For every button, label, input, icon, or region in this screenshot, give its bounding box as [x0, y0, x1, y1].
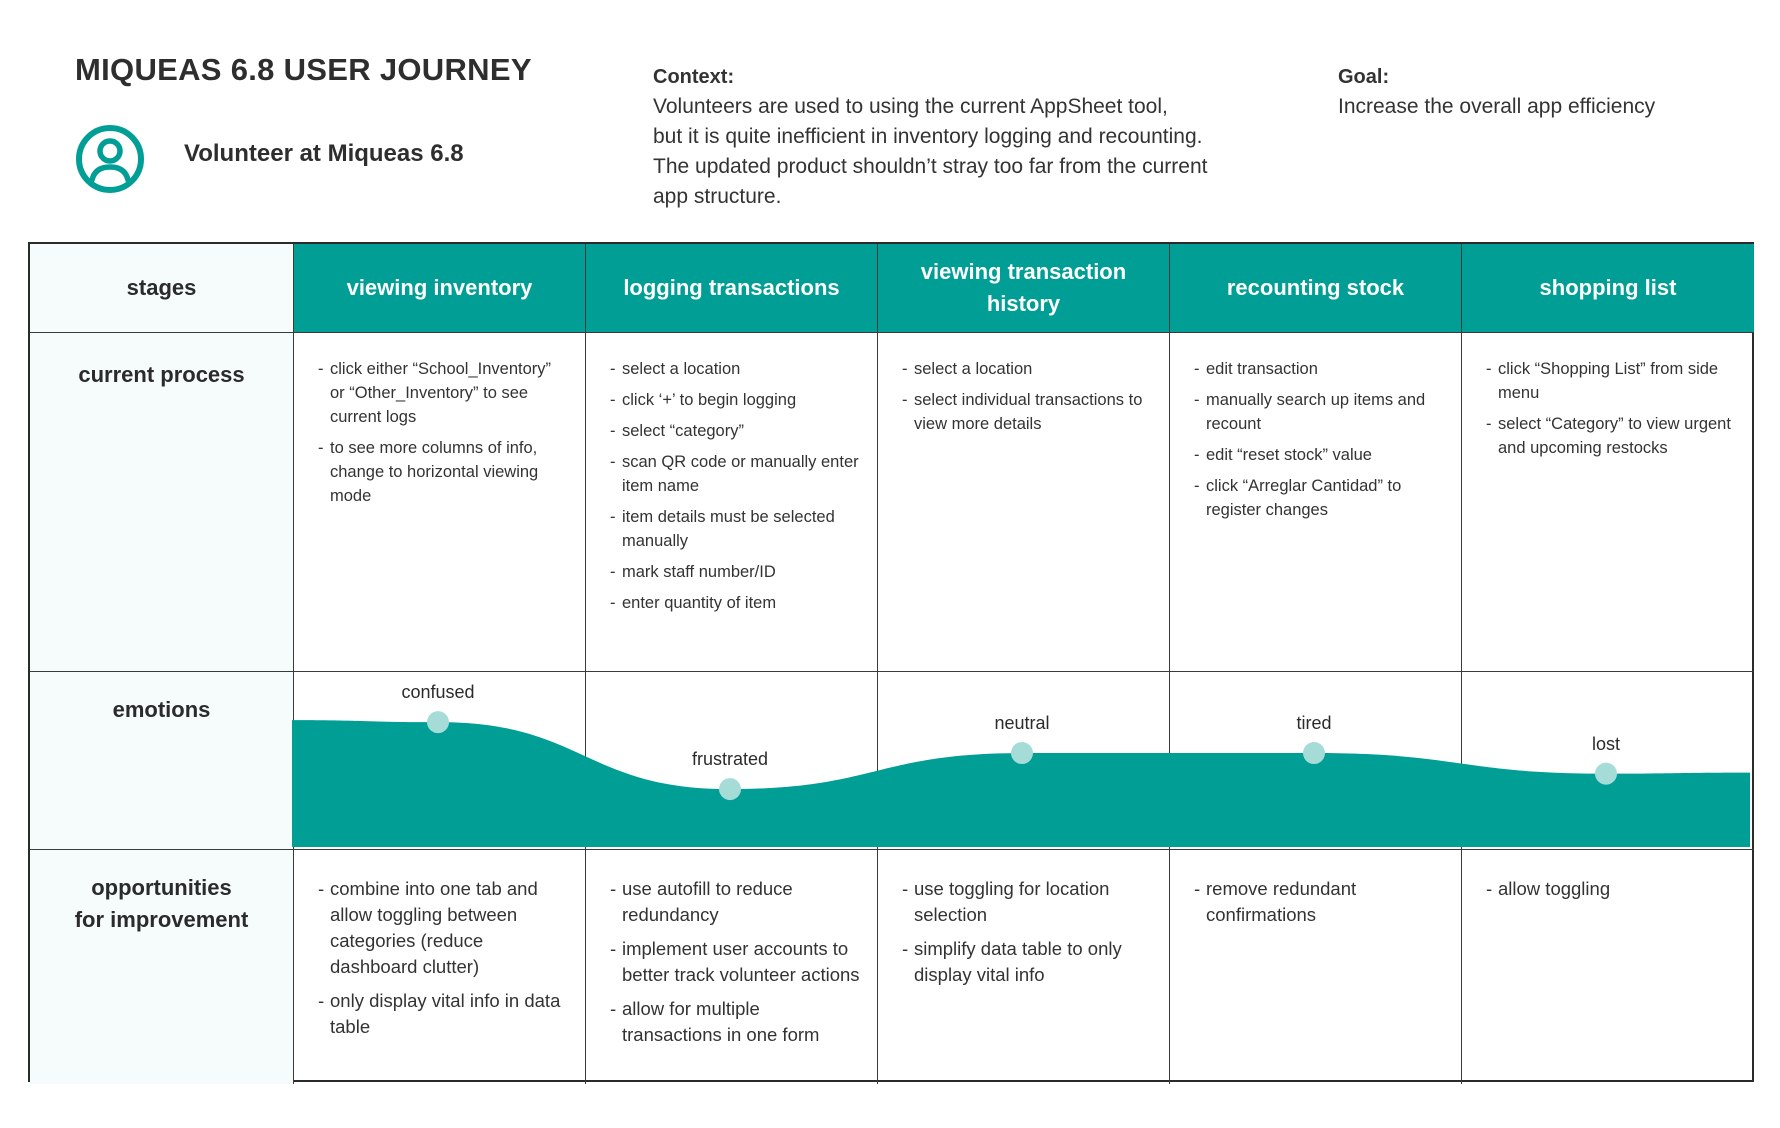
list-item: edit transaction: [1194, 357, 1445, 381]
list-item: item details must be selected manually: [610, 505, 861, 553]
process-cell: edit transaction manually search up items…: [1170, 333, 1462, 672]
goal-text: Increase the overall app efficiency: [1338, 95, 1656, 118]
opportunity-cell: use toggling for location selection simpl…: [878, 850, 1170, 1084]
emotion-label: tired: [1296, 713, 1332, 734]
opportunity-cell: allow toggling: [1462, 850, 1754, 1084]
emotion-label: frustrated: [691, 749, 769, 770]
journey-grid: stages viewing inventory logging transac…: [28, 242, 1754, 1084]
list-item: allow for multiple transactions in one f…: [610, 996, 861, 1048]
process-cell: select a location click ‘+’ to begin logg…: [586, 333, 878, 672]
context-label: Context:: [653, 66, 735, 88]
list-item: to see more columns of info, change to h…: [318, 436, 569, 508]
list-item: click “Arreglar Cantidad” to register ch…: [1194, 474, 1445, 522]
persona-name: Volunteer at Miqueas 6.8: [184, 140, 464, 167]
emotion-point: [427, 711, 449, 734]
row-head-emotions: emotions: [30, 672, 294, 850]
list-item: select a location: [902, 357, 1153, 381]
emotion-label: lost: [1591, 733, 1621, 754]
list-item: click “Shopping List” from side menu: [1486, 357, 1738, 405]
emotion-point: [1303, 742, 1325, 765]
list-item: click either “School_Inventory” or “Othe…: [318, 357, 569, 429]
row-head-opportunities: opportunities for improvement: [30, 850, 294, 1084]
emotion-curve-chart: [292, 711, 1750, 847]
emotion-point: [719, 778, 741, 801]
context-line: The updated product shouldn’t stray too …: [653, 155, 1208, 178]
emotion-cell: [1462, 672, 1754, 850]
list-item: select “Category” to view urgent and upc…: [1486, 412, 1738, 460]
emotion-label: neutral: [994, 713, 1050, 734]
opportunity-cell: use autofill to reduce redundancy impleme…: [586, 850, 878, 1084]
list-item: mark staff number/ID: [610, 560, 861, 584]
emotion-cell: [586, 672, 878, 850]
page-title: MIQUEAS 6.8 USER JOURNEY: [75, 52, 532, 87]
stage-header: shopping list: [1462, 244, 1754, 333]
list-item: remove redundant confirmations: [1194, 876, 1445, 928]
process-cell: select a location select individual trans…: [878, 333, 1170, 672]
context-line: app structure.: [653, 185, 782, 208]
emotion-point: [1595, 762, 1617, 785]
list-item: scan QR code or manually enter item name: [610, 450, 861, 498]
user-circle-icon: [76, 125, 144, 193]
emotion-cell: [1170, 672, 1462, 850]
list-item: combine into one tab and allow toggling …: [318, 876, 569, 980]
context-block: Context: Volunteers are used to using th…: [653, 62, 1253, 212]
list-item: click ‘+’ to begin logging: [610, 388, 861, 412]
row-head-process: current process: [30, 333, 294, 672]
list-item: manually search up items and recount: [1194, 388, 1445, 436]
row-head-opportunities-line: opportunities: [91, 875, 232, 900]
emotion-label: confused: [401, 682, 475, 703]
goal-label: Goal:: [1338, 66, 1390, 88]
opportunity-cell: remove redundant confirmations: [1170, 850, 1462, 1084]
list-item: simplify data table to only display vita…: [902, 936, 1153, 988]
list-item: edit “reset stock” value: [1194, 443, 1445, 467]
row-head-opportunities-line: for improvement: [74, 907, 249, 932]
stage-header: recounting stock: [1170, 244, 1462, 333]
process-cell: click either “School_Inventory” or “Othe…: [294, 333, 586, 672]
list-item: select “category”: [610, 419, 861, 443]
journey-map: stages viewing inventory logging transac…: [28, 242, 1754, 1084]
goal-block: Goal: Increase the overall app efficienc…: [1338, 62, 1758, 122]
stage-header: logging transactions: [586, 244, 878, 333]
opportunity-cell: combine into one tab and allow toggling …: [294, 850, 586, 1084]
list-item: enter quantity of item: [610, 591, 861, 615]
list-item: select individual transactions to view m…: [902, 388, 1153, 436]
context-line: but it is quite inefficient in inventory…: [653, 125, 1203, 148]
stage-header: viewing transaction history: [878, 244, 1170, 333]
row-head-stages: stages: [30, 244, 294, 333]
stage-header: viewing inventory: [294, 244, 586, 333]
emotion-area: [292, 720, 1750, 847]
list-item: allow toggling: [1486, 876, 1738, 902]
list-item: use toggling for location selection: [902, 876, 1153, 928]
list-item: implement user accounts to better track …: [610, 936, 861, 988]
emotion-point: [1011, 742, 1033, 765]
list-item: only display vital info in data table: [318, 988, 569, 1040]
list-item: select a location: [610, 357, 861, 381]
process-cell: click “Shopping List” from side menu sele…: [1462, 333, 1754, 672]
context-line: Volunteers are used to using the current…: [653, 95, 1168, 118]
list-item: use autofill to reduce redundancy: [610, 876, 861, 928]
